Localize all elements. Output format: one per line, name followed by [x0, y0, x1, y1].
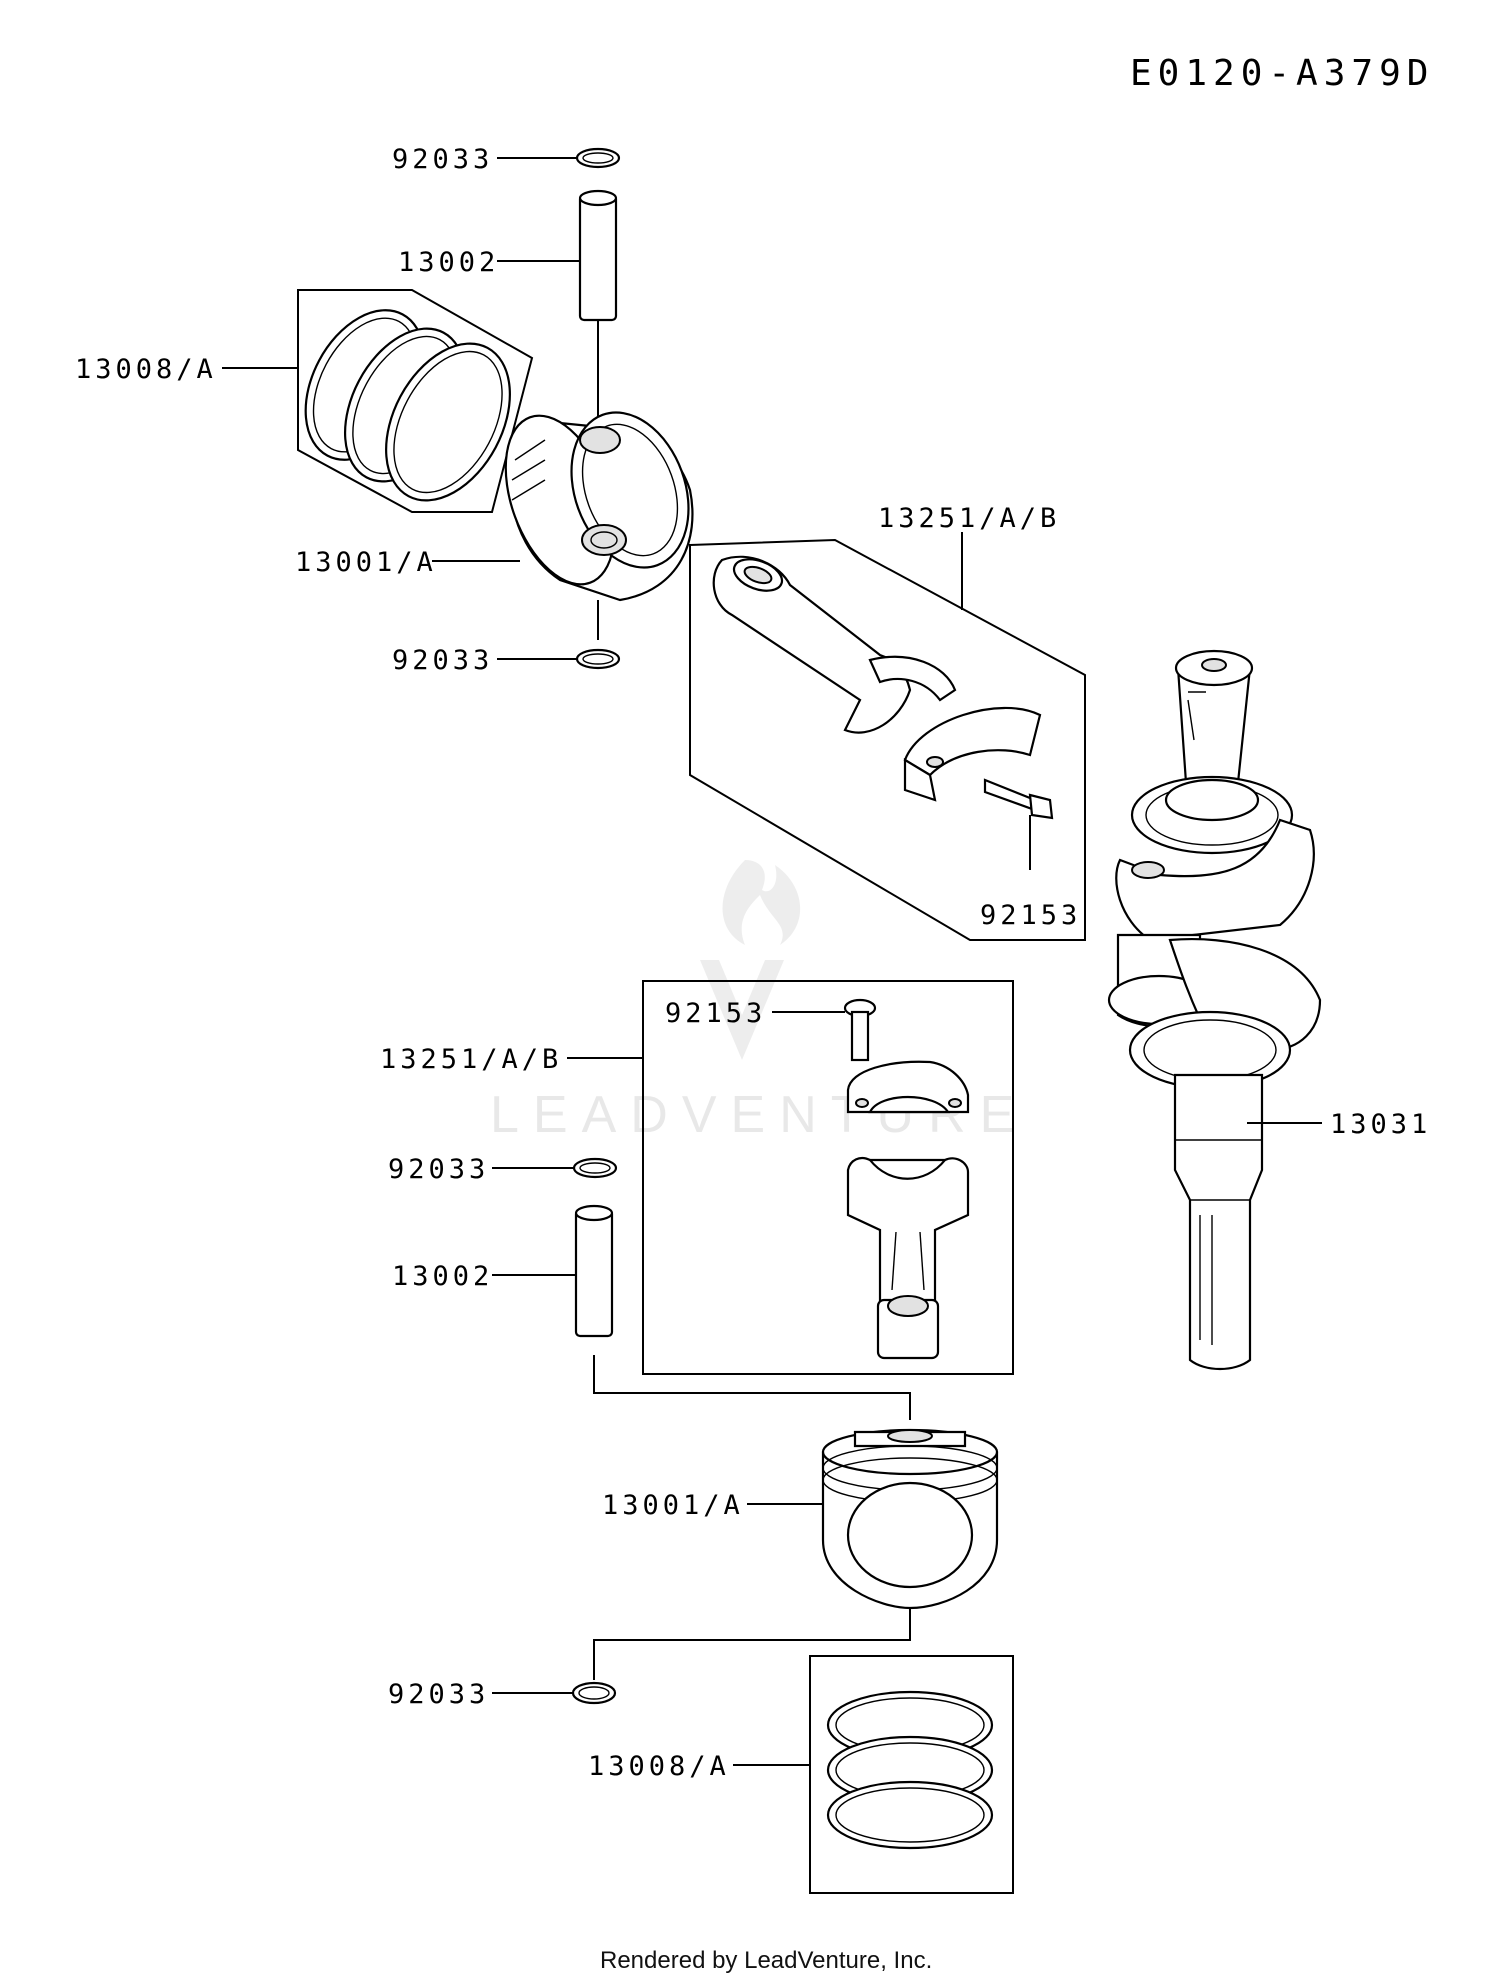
callout-13251-b[interactable]: 13251/A/B [380, 1044, 562, 1075]
callout-13251-a[interactable]: 13251/A/B [878, 503, 1060, 534]
footer-credit: Rendered by LeadVenture, Inc. [600, 1947, 932, 1974]
circlip-lower-1 [492, 1157, 618, 1179]
connecting-rod-upper [689, 532, 1086, 941]
callout-13002-a[interactable]: 13002 [398, 247, 499, 278]
connecting-rod-lower [567, 980, 1014, 1375]
piston-top [432, 411, 694, 640]
piston-lower [593, 1428, 999, 1680]
circlip-lower-2 [492, 1681, 617, 1705]
piston-rings-lower [733, 1655, 1014, 1894]
circlip-top-2 [497, 648, 621, 670]
piston-pin-top [497, 189, 618, 420]
callout-13008-b[interactable]: 13008/A [588, 1751, 730, 1782]
callout-13002-b[interactable]: 13002 [392, 1261, 493, 1292]
piston-rings-top [222, 289, 534, 513]
callout-13031[interactable]: 13031 [1330, 1109, 1431, 1140]
flame-v-logo-icon [700, 860, 801, 1060]
callout-92153-b[interactable]: 92153 [665, 998, 766, 1029]
callout-92153-a[interactable]: 92153 [980, 900, 1081, 931]
callout-92033-a[interactable]: 92033 [392, 144, 493, 175]
diagram-code: E0120-A379D [1130, 53, 1434, 94]
callout-92033-b[interactable]: 92033 [392, 645, 493, 676]
callout-13001-a[interactable]: 13001/A [295, 547, 437, 578]
crankshaft [1107, 649, 1322, 1370]
callout-92033-c[interactable]: 92033 [388, 1154, 489, 1185]
circlip-top-1 [497, 147, 621, 169]
piston-pin-lower [492, 1204, 911, 1420]
callout-92033-d[interactable]: 92033 [388, 1679, 489, 1710]
callout-13008-a[interactable]: 13008/A [75, 354, 217, 385]
callout-13001-b[interactable]: 13001/A [602, 1490, 744, 1521]
